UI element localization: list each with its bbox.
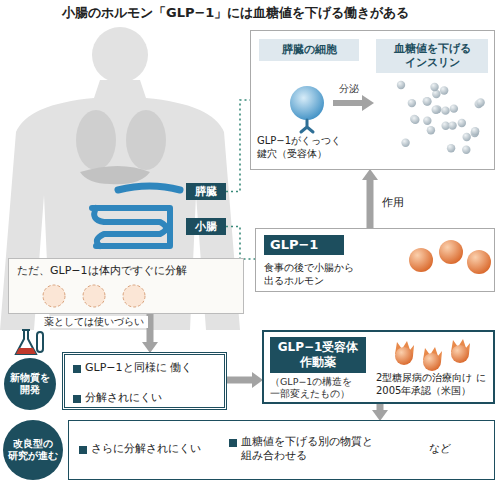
hormone-description: 食事の後で小腸から 出るホルモン [264, 262, 360, 287]
insulin-dots [397, 81, 485, 154]
diagram-title: 小腸のホルモン「GLP−1」には血糖値を下げる働きがある [62, 5, 494, 22]
dotted-leader [226, 100, 250, 192]
graphic-circle [458, 119, 466, 127]
graphic-path [16, 330, 36, 354]
graphic-circle [432, 106, 440, 114]
receptor-label: GLP−1がくっつく 鍵穴（受容体） [257, 135, 352, 160]
secretion-arrowhead [362, 95, 374, 111]
header-box: 膵臓の細胞 [259, 39, 359, 61]
graphic-circle [448, 121, 456, 129]
edge-label: 作用 [382, 196, 416, 209]
drug-note: （GLP−1の構造を 一部変えたもの） [270, 376, 358, 400]
graphic-circle [450, 104, 458, 112]
receptor-symbol [301, 120, 313, 132]
graphic-circle [441, 106, 449, 114]
secretion-label: 分泌 [339, 83, 369, 96]
note-text: ただ、GLP−1は体内ですぐに分解 [17, 264, 239, 278]
organ-name: 小腸 [195, 220, 217, 234]
graphic-use [395, 341, 414, 365]
graphic-circle [440, 86, 448, 94]
graphic-circle [447, 144, 455, 152]
flask-icon [16, 330, 43, 354]
graphic-circle [476, 98, 484, 106]
graphic-circle [397, 81, 405, 89]
pancreas-cell [290, 86, 324, 120]
feature-item: 分解されにくい [73, 391, 193, 405]
research-box: さらに分解されにくい 血糖値を下げる別の物質と 組み合わせる など [68, 420, 495, 480]
graphic-circle [92, 27, 148, 83]
note-box: ただ、GLP−1は体内ですぐに分解 [8, 258, 244, 314]
graphic-path [16, 348, 36, 354]
secretion-arrow [333, 100, 363, 106]
small-intestine [92, 208, 170, 246]
hormone-heading: GLP−1 [264, 235, 344, 255]
graphic-circle [439, 240, 463, 264]
step-text: 改良型の 研究が進む [7, 438, 59, 463]
header-box: 血糖値を下げる インスリン [376, 39, 488, 73]
graphic-circle [462, 146, 470, 154]
graphic-circle [43, 285, 65, 307]
header-text: 膵臓の細胞 [282, 43, 337, 57]
graphic-circle [432, 90, 440, 98]
graphic-path [80, 166, 150, 184]
edge-label: 薬としては使いづらい [44, 316, 148, 328]
graphic-circle [409, 248, 433, 272]
graphic-circle [423, 97, 431, 105]
graphic-use [451, 339, 470, 363]
feature-box: GLP−1と同様に 働く分解されにくい [62, 352, 227, 410]
graphic-circle [467, 250, 491, 274]
organ-name: 膵臓 [195, 185, 217, 199]
header-text: 血糖値を下げる インスリン [389, 42, 475, 70]
flow-arrow [367, 180, 374, 228]
organ-label: 膵臓 [186, 183, 226, 200]
graphic-circle [471, 127, 479, 135]
graphic-circle [430, 83, 438, 91]
graphic-circle [423, 117, 431, 125]
graphic-ellipse [76, 110, 116, 170]
graphic-rect [37, 332, 43, 352]
feature-item: GLP−1と同様に 働く [73, 361, 193, 375]
dotted-leader [226, 227, 255, 260]
organ-label: 小腸 [186, 218, 226, 235]
graphic-circle [408, 99, 416, 107]
step-text: 新物質を 開発 [8, 372, 52, 397]
graphic-ellipse [126, 110, 166, 170]
graphic-circle [423, 97, 431, 105]
approval-text: 2型糖尿病の治療向け に2005年承認（米国） [376, 372, 488, 397]
graphic-circle [401, 139, 409, 147]
step-circle: 改良型の 研究が進む [3, 420, 63, 480]
flow-arrow [377, 404, 384, 410]
graphic-use [423, 347, 442, 371]
research-item: さらに分解されにくい [79, 442, 209, 456]
flow-arrow [227, 377, 252, 384]
graphic-circle [411, 116, 419, 124]
graphic-circle [427, 126, 435, 134]
graphic-circle [462, 133, 470, 141]
research-note: など [429, 442, 469, 456]
panel-box: GLP−1がくっつく 鍵穴（受容体） 分泌 膵臓の細胞 血糖値を下げる インスリン [250, 30, 495, 170]
step-circle: 新物質を 開発 [4, 358, 56, 410]
pancreas [118, 186, 180, 190]
graphic-circle [83, 285, 105, 307]
drug-heading: GLP−1受容体 作動薬 [270, 337, 366, 373]
drug-box: GLP−1受容体 作動薬 （GLP−1の構造を 一部変えたもの） 2型糖尿病の治療向… [262, 330, 495, 404]
graphic-circle [123, 285, 145, 307]
research-item: 血糖値を下げる別の物質と 組み合わせる [229, 435, 379, 463]
hormone-box: GLP−1 食事の後で小腸から 出るホルモン [255, 228, 495, 292]
